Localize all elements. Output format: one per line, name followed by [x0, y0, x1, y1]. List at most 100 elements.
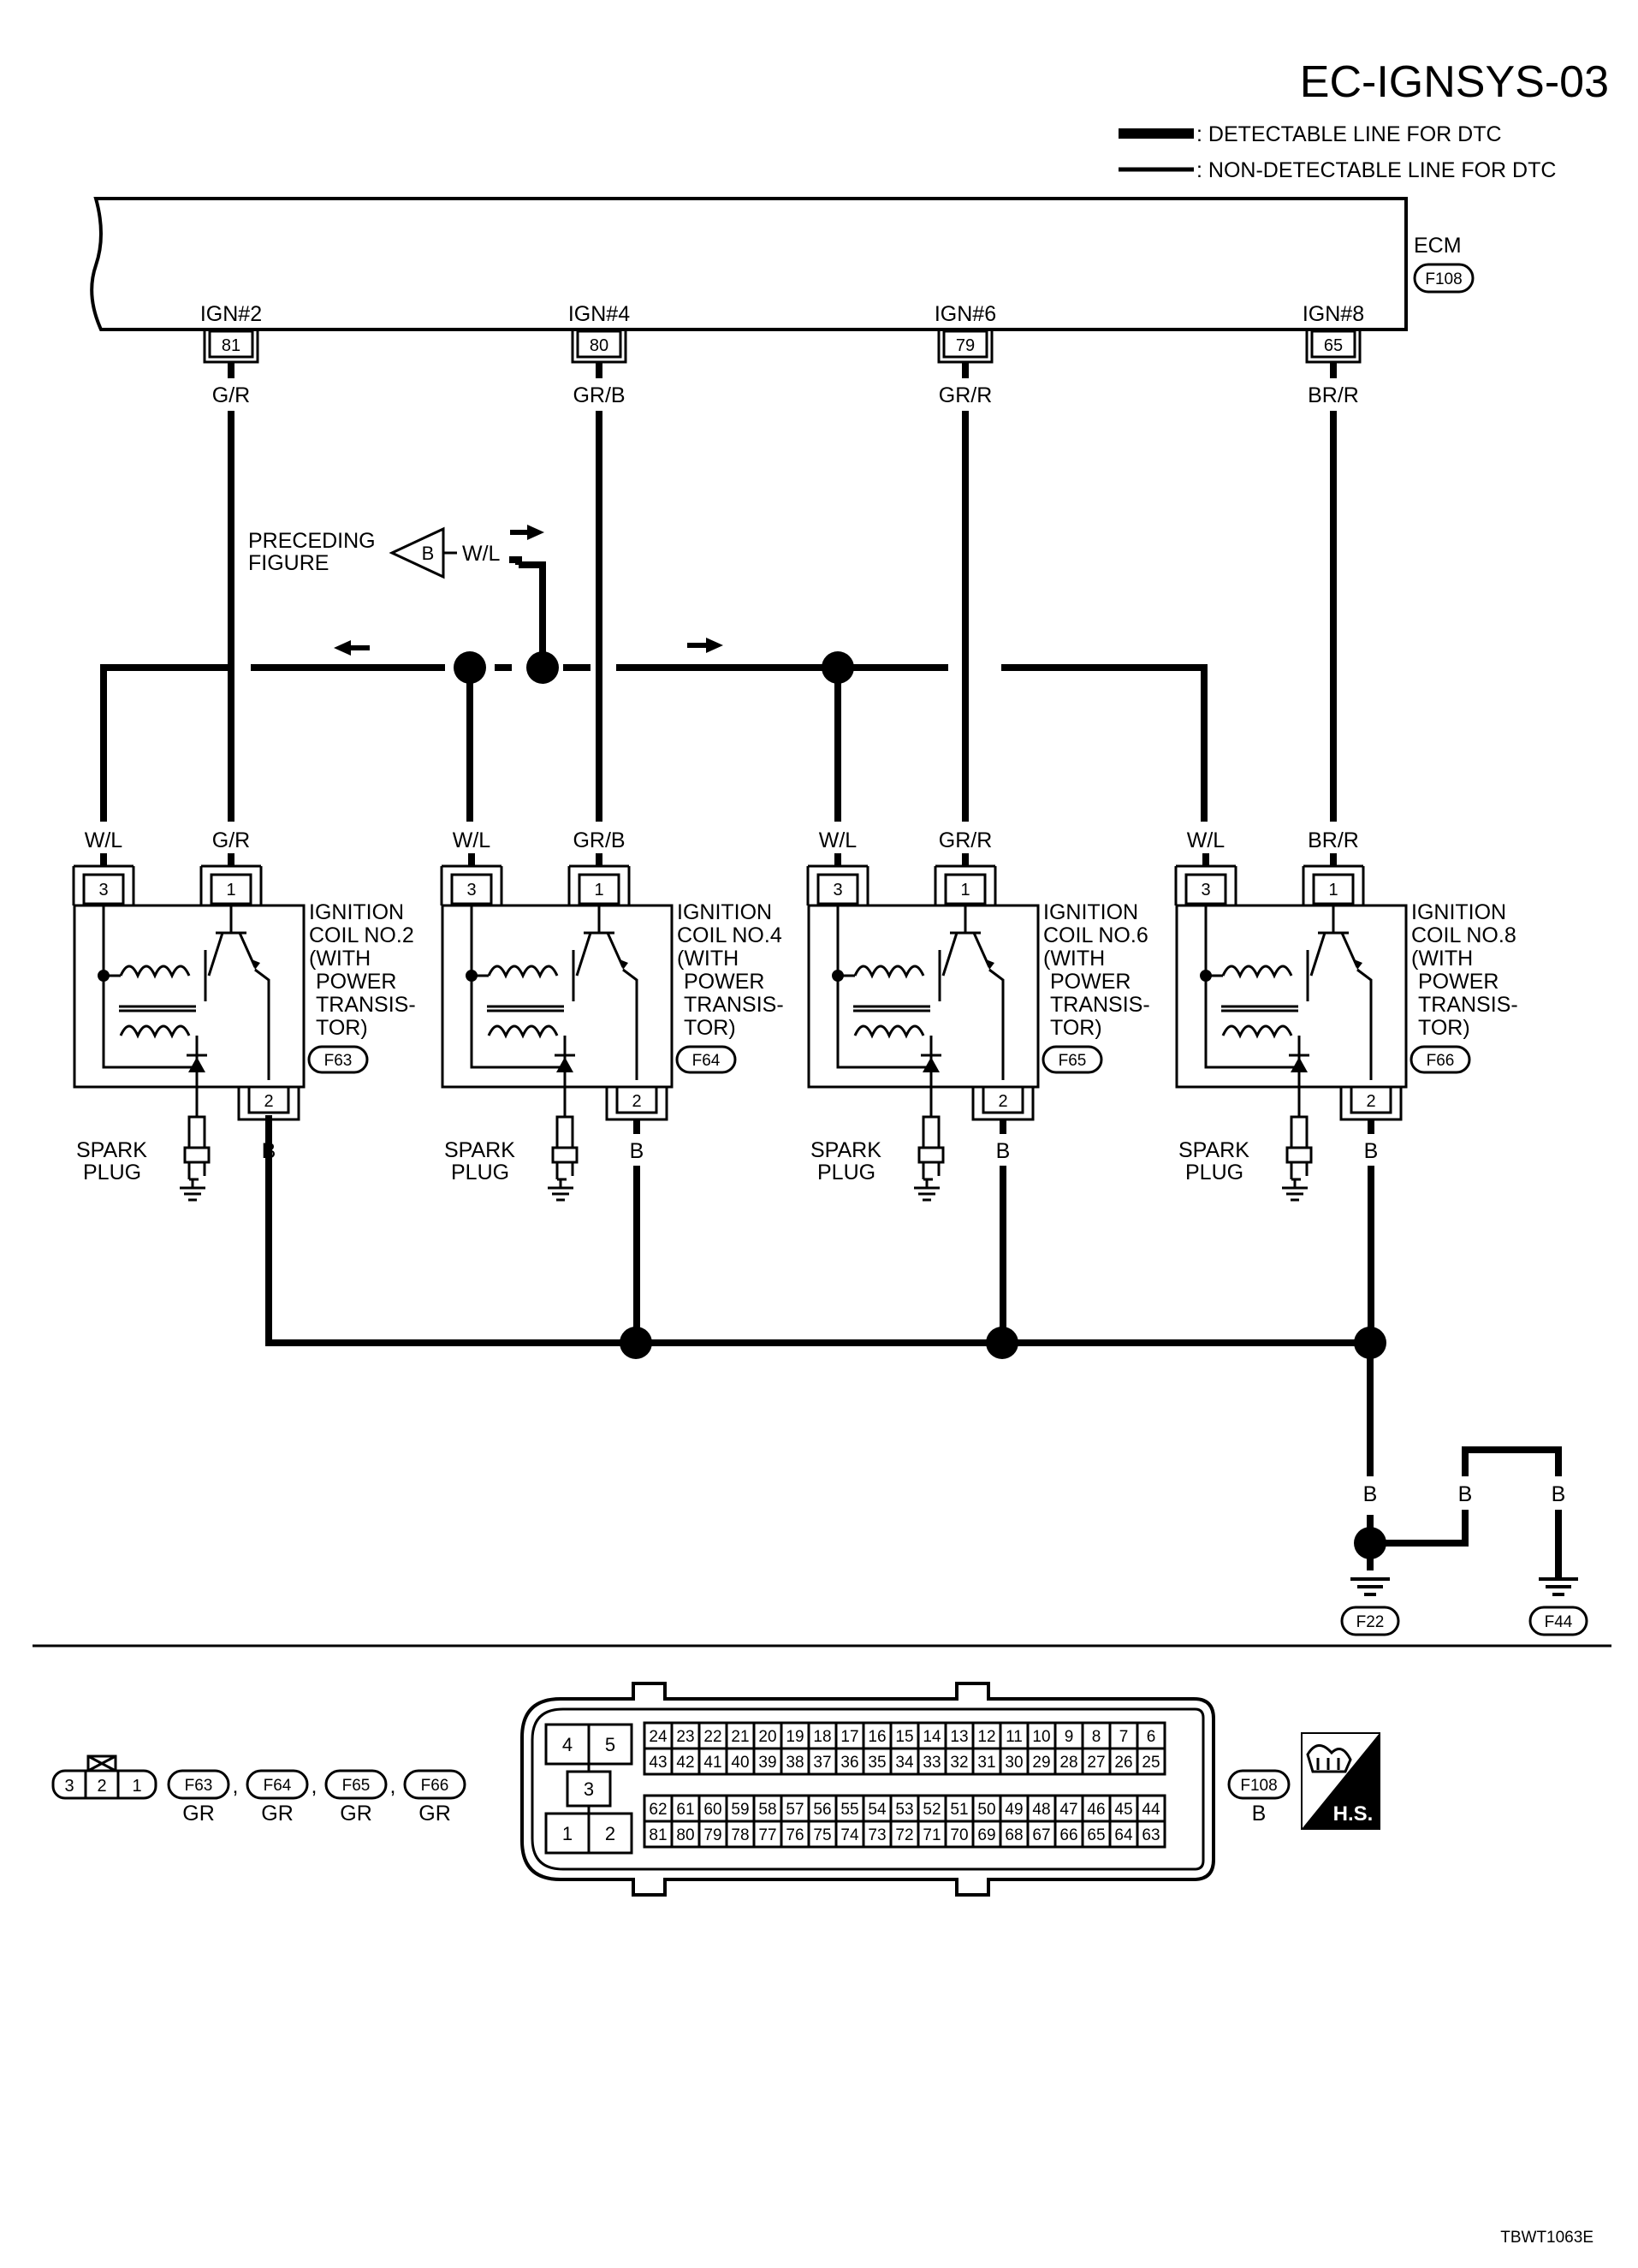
ecm-pin-number: 36 — [840, 1754, 858, 1772]
coil-name-line: TOR) — [316, 1016, 368, 1040]
footer-code: TBWT1063E — [1500, 2229, 1593, 2247]
spark-plug-label: SPARK — [810, 1138, 881, 1162]
spark-plug-label: PLUG — [83, 1161, 141, 1184]
ground-connector-label-2: F44 — [1545, 1613, 1573, 1631]
ecm-pin-number: 74 — [840, 1826, 859, 1844]
ecm-wire-label: GR/R — [939, 383, 993, 407]
coil-connector-view: 3 2 1 — [51, 1754, 157, 1800]
ecm-pin-number: 40 — [731, 1754, 749, 1772]
ecm-pin-number: 78 — [731, 1826, 749, 1844]
ecm-pin-number: 55 — [840, 1801, 858, 1819]
ecm-pin-box — [942, 330, 988, 359]
coil-pin-3: 3 — [98, 881, 108, 899]
ecm-pin-number: 24 — [649, 1728, 668, 1746]
coil-pin-1-box — [944, 873, 987, 905]
ecm-pin-number: 48 — [1032, 1801, 1050, 1819]
ignition-coil-body — [1175, 904, 1408, 1089]
ecm-label: ECM — [1414, 234, 1462, 258]
ecm-pin-number: 50 — [977, 1801, 995, 1819]
ecm-pin-number: 79 — [956, 336, 975, 355]
preceding-triangle-icon — [389, 526, 445, 579]
ground-wire-label-3: B — [1552, 1482, 1566, 1506]
ecm-pin-number: 64 — [1114, 1826, 1133, 1844]
ecm-outline — [90, 197, 1408, 331]
coil-view-pin-1: 1 — [132, 1777, 141, 1796]
ecm-pin-number: 53 — [895, 1801, 913, 1819]
ecm-signal-label: IGN#2 — [200, 302, 262, 326]
coil-name-line: POWER — [1050, 970, 1131, 994]
ground-connector-label-1: F22 — [1356, 1613, 1385, 1631]
arrow-left-icon — [334, 640, 370, 656]
coil-pin-2: 2 — [1366, 1092, 1375, 1111]
ecm-pin-number: 69 — [977, 1826, 995, 1844]
ecm-wire-label: G/R — [212, 383, 250, 407]
ecm-block: ECM F108 — [90, 197, 1475, 331]
ecm-pin-number: 63 — [1142, 1826, 1160, 1844]
ecm-pin-number: 35 — [868, 1754, 886, 1772]
coil-name-line: COIL NO.4 — [677, 923, 782, 947]
ecm-pin-number: 8 — [1092, 1728, 1101, 1746]
ecm-view-pin-5: 5 — [605, 1734, 615, 1755]
ecm-pin-number: 11 — [1006, 1728, 1023, 1746]
hs-label: H.S. — [1333, 1802, 1374, 1826]
coil-view-connector-badge — [403, 1769, 466, 1800]
ecm-pin-number: 52 — [923, 1801, 941, 1819]
ecm-wire-label: GR/B — [573, 383, 625, 407]
ecm-pin-number: 77 — [758, 1826, 776, 1844]
ignition-coil-body — [807, 904, 1040, 1089]
ecm-signal-label: IGN#8 — [1303, 302, 1364, 326]
spark-plug-icon — [187, 1115, 206, 1149]
ecm-pin-number: 38 — [786, 1754, 804, 1772]
coil-pin-3-box — [1184, 873, 1227, 905]
ecm-pin-number: 16 — [868, 1728, 886, 1746]
coil-name-line: IGNITION — [1043, 900, 1138, 924]
supply-wire-label: W/L — [1187, 828, 1226, 852]
ecm-pin-number: 31 — [977, 1754, 995, 1772]
legend-non-detectable: : NON-DETECTABLE LINE FOR DTC — [1196, 158, 1556, 182]
spark-plug-icon — [1290, 1115, 1309, 1149]
ecm-pin-number: 12 — [977, 1728, 995, 1746]
coil-name-line: POWER — [316, 970, 396, 994]
spark-plug-label: SPARK — [1178, 1138, 1249, 1162]
coil-name-line: (WITH — [1043, 947, 1105, 971]
ecm-pin-number: 80 — [590, 336, 608, 355]
ground-symbol-icon — [1350, 1577, 1390, 1596]
ecm-pin-number: 30 — [1005, 1754, 1023, 1772]
coil-pin-2-box — [982, 1085, 1024, 1114]
preceding-figure-ref: PRECEDING FIGURE B W/L — [248, 526, 522, 579]
separator-comma: , — [233, 1774, 239, 1798]
coil-name-line: (WITH — [309, 947, 371, 971]
ecm-pin-number: 32 — [950, 1754, 968, 1772]
ecm-pin-number: 51 — [950, 1801, 968, 1819]
preceding-wire: W/L — [462, 542, 501, 566]
coil-pin-2-box — [1350, 1085, 1392, 1114]
preceding-ref-letter: B — [422, 543, 435, 564]
coil-connector-label: F63 — [324, 1052, 353, 1070]
ecm-pin-box — [208, 330, 254, 359]
ecm-pin-cell — [1136, 1820, 1166, 1849]
ground-bus: B B B F22 F44 — [265, 1115, 1588, 1636]
preceding-label-1: PRECEDING — [248, 529, 376, 553]
ecm-pin-number: 81 — [649, 1826, 667, 1844]
coil-view-connector-color: GR — [261, 1802, 294, 1826]
supply-bus — [100, 525, 1208, 822]
ecm-pin-number: 6 — [1147, 1728, 1156, 1746]
ecm-pin-number: 71 — [923, 1826, 941, 1844]
ground-wire-label-2: B — [1458, 1482, 1473, 1506]
ecm-pin-number: 45 — [1114, 1801, 1132, 1819]
coil-connector-badge — [1410, 1045, 1471, 1074]
coil-pin-3: 3 — [1201, 881, 1210, 899]
spark-plug-icon — [922, 1115, 941, 1149]
supply-wire-label: W/L — [85, 828, 123, 852]
signal-wire-label: G/R — [212, 828, 250, 852]
ecm-pin-number: 76 — [786, 1826, 804, 1844]
ecm-pin-number: 81 — [222, 336, 240, 355]
preceding-label-2: FIGURE — [248, 551, 329, 575]
coil-view-connector-label: F64 — [264, 1777, 292, 1795]
